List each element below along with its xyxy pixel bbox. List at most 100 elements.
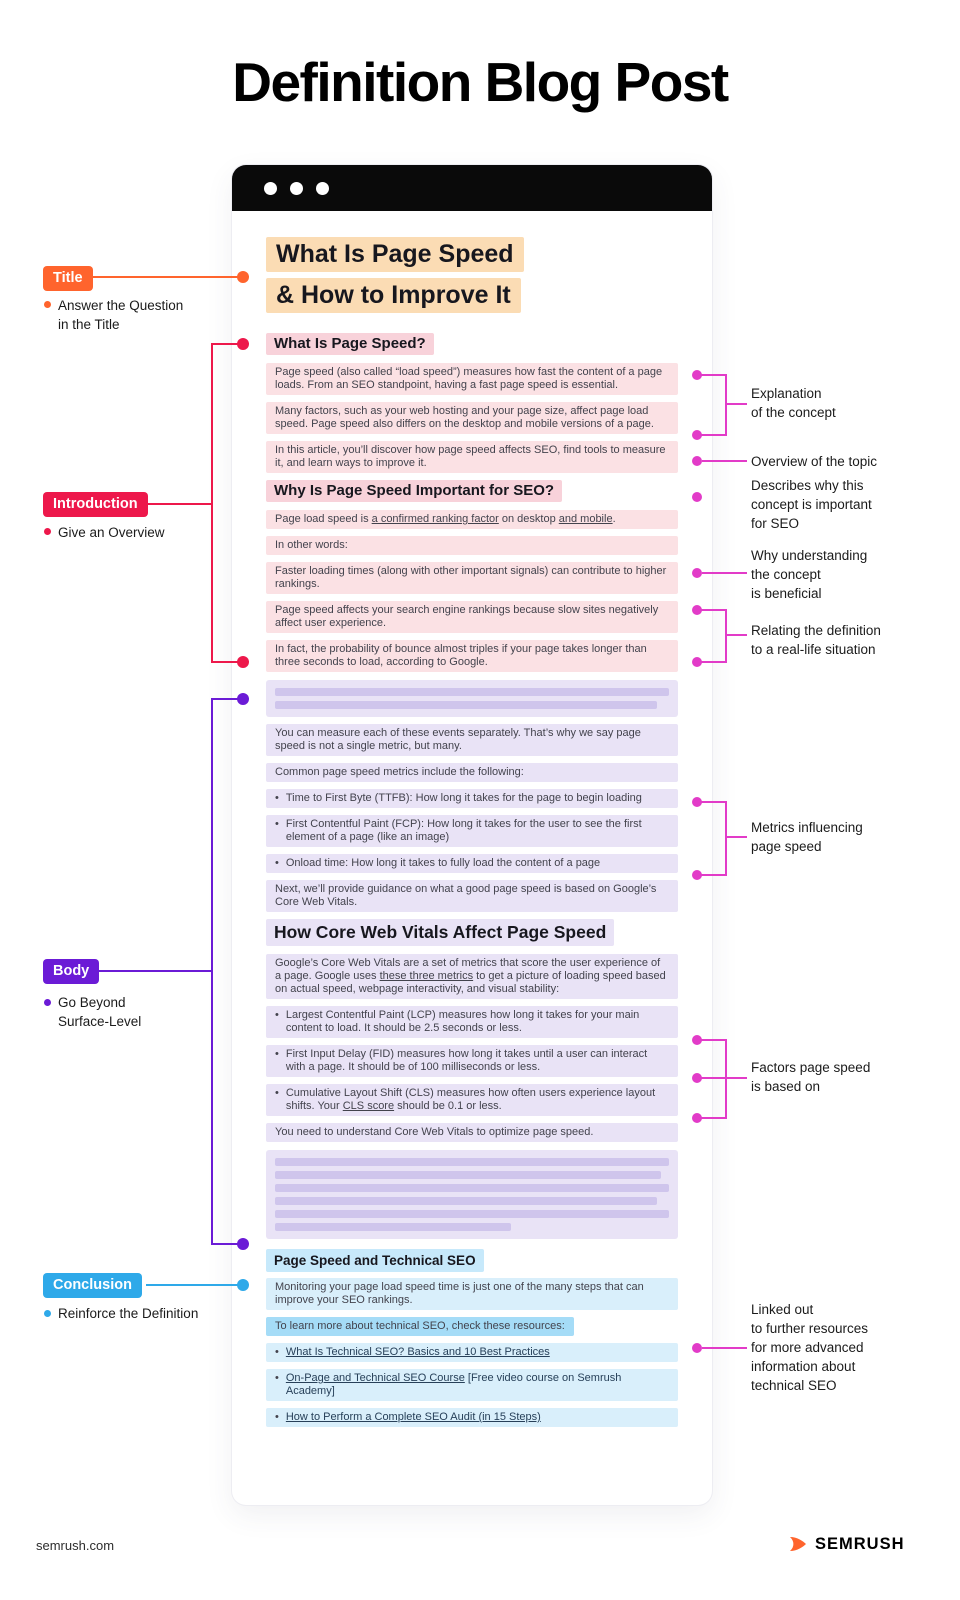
semrush-logo: SEMRUSH (788, 1534, 905, 1554)
annotation-note-introduction: Give an Overview (58, 525, 165, 540)
annotation-explanation: Explanation of the concept (751, 386, 836, 420)
page-title: Definition Blog Post (232, 51, 729, 113)
window-control-dot (290, 181, 303, 195)
bullet-marker (275, 1048, 279, 1074)
bullet-item: Onload time: How long it takes to fully … (266, 854, 678, 873)
connector-line (700, 801, 727, 803)
bullet-item: First Input Delay (FID) measures how lon… (266, 1045, 678, 1077)
inline-link[interactable]: What Is Technical SEO? Basics and 10 Bes… (285, 1346, 550, 1358)
heading-technical-seo: Page Speed and Technical SEO (266, 1249, 484, 1272)
bullet-marker (275, 1372, 279, 1398)
semrush-logo-icon (788, 1534, 808, 1554)
inline-link[interactable]: CLS score (342, 1100, 395, 1112)
post-content: What Is Page Speed & How to Improve It W… (232, 211, 712, 1427)
annotation-describes: Describes why this concept is important … (751, 478, 872, 531)
post-paragraph: Faster loading times (along with other i… (266, 562, 678, 594)
text-segment: should be 0.1 or less. (394, 1100, 502, 1112)
connector-dot (692, 657, 702, 667)
window-control-dot (316, 181, 329, 195)
annotation-label-introduction: Introduction (43, 492, 148, 517)
placeholder-line (275, 1223, 512, 1231)
bullet-text: Onload time: How long it takes to fully … (285, 857, 601, 869)
bullet-marker (275, 818, 279, 844)
bullet-marker (275, 1087, 279, 1113)
bullet-item: First Contentful Paint (FCP): How long i… (266, 815, 678, 847)
heading-core-web-vitals: How Core Web Vitals Affect Page Speed (266, 919, 615, 946)
bullet-text: First Contentful Paint (FCP): How long i… (285, 818, 642, 843)
post-paragraph: In this article, you’ll discover how pag… (266, 441, 678, 473)
heading-what-is-page-speed: What Is Page Speed? (266, 333, 434, 355)
resource-link-item[interactable]: What Is Technical SEO? Basics and 10 Bes… (266, 1343, 678, 1362)
connector-line (146, 1284, 238, 1286)
connector-line (725, 1039, 727, 1119)
post-paragraph: Monitoring your page load speed time is … (266, 1278, 678, 1310)
connector-line (727, 403, 747, 405)
text-segment: Page load speed is (275, 513, 372, 525)
connector-dot (692, 430, 702, 440)
post-paragraph: Many factors, such as your web hosting a… (266, 402, 678, 434)
inline-link[interactable]: and mobile (558, 513, 613, 525)
connector-line (700, 661, 727, 663)
connector-line (727, 1077, 747, 1079)
placeholder-line (275, 701, 658, 709)
bullet-item: Time to First Byte (TTFB): How long it t… (266, 789, 678, 808)
window-control-dot (264, 181, 277, 195)
connector-line (213, 661, 238, 663)
inline-link[interactable]: How to Perform a Complete SEO Audit (in … (285, 1411, 541, 1423)
bullet-marker (275, 1009, 279, 1035)
post-title-text: & How to Improve It (266, 278, 521, 313)
connector-line (725, 374, 727, 436)
connector-dot (692, 1113, 702, 1123)
annotation-relating: Relating the definition to a real-life s… (751, 623, 881, 657)
annotation-linked: Linked out to further resources for more… (751, 1302, 869, 1393)
connector-line (700, 609, 727, 611)
resource-link-item[interactable]: How to Perform a Complete SEO Audit (in … (266, 1408, 678, 1427)
resource-link-item[interactable]: On-Page and Technical SEO Course [Free v… (266, 1369, 678, 1401)
annotation-note-body: Go Beyond Surface-Level (58, 995, 142, 1029)
placeholder-line (275, 1184, 669, 1192)
connector-line (702, 572, 747, 574)
inline-link[interactable]: these three metrics (379, 970, 474, 982)
heading-why-important: Why Is Page Speed Important for SEO? (266, 480, 563, 502)
annotation-note-title: Answer the Question in the Title (58, 298, 184, 332)
resource-link[interactable]: On-Page and Technical SEO Course [Free v… (286, 1372, 669, 1398)
bullet-marker (275, 792, 279, 805)
connector-dot (692, 370, 702, 380)
placeholder-line (275, 1158, 669, 1166)
connector-line (725, 801, 727, 876)
resource-link[interactable]: How to Perform a Complete SEO Audit (in … (286, 1411, 669, 1424)
post-paragraph: In fact, the probability of bounce almos… (266, 640, 678, 672)
inline-link[interactable]: a confirmed ranking factor (371, 513, 499, 525)
placeholder-line (275, 1210, 669, 1218)
post-paragraph: Common page speed metrics include the fo… (266, 763, 678, 782)
bullet-item: Cumulative Layout Shift (CLS) measures h… (266, 1084, 678, 1116)
annotation-factors: Factors page speed is based on (751, 1060, 871, 1094)
annotation-label-conclusion: Conclusion (43, 1273, 142, 1298)
bullet-icon (44, 528, 51, 535)
connector-line (725, 609, 727, 663)
bullet-text: Cumulative Layout Shift (CLS) measures h… (286, 1087, 669, 1113)
connector-line (211, 698, 213, 1245)
window-titlebar (232, 165, 712, 211)
connector-line (700, 434, 727, 436)
post-paragraph: Page speed (also called “load speed”) me… (266, 363, 678, 395)
connector-dot (692, 568, 702, 578)
annotation-label-title: Title (43, 266, 93, 291)
connector-dot (237, 656, 249, 668)
inline-link[interactable]: On-Page and Technical SEO Course (285, 1372, 465, 1384)
bullet-icon (44, 999, 51, 1006)
connector-dot (237, 1238, 249, 1250)
connector-dot (692, 797, 702, 807)
annotation-label-body: Body (43, 959, 100, 984)
connector-line (700, 1077, 727, 1079)
text-segment: to get a picture of loading speed based … (275, 970, 666, 995)
bullet-marker (275, 857, 279, 870)
connector-dot (692, 870, 702, 880)
post-paragraph: Page load speed is a confirmed ranking f… (266, 510, 678, 529)
resource-link[interactable]: What Is Technical SEO? Basics and 10 Bes… (286, 1346, 669, 1359)
text-segment: . (612, 513, 616, 525)
image-placeholder (266, 680, 678, 717)
connector-line (702, 1347, 747, 1349)
bullet-marker (275, 1411, 279, 1424)
post-title-line-2: & How to Improve It (266, 278, 678, 313)
